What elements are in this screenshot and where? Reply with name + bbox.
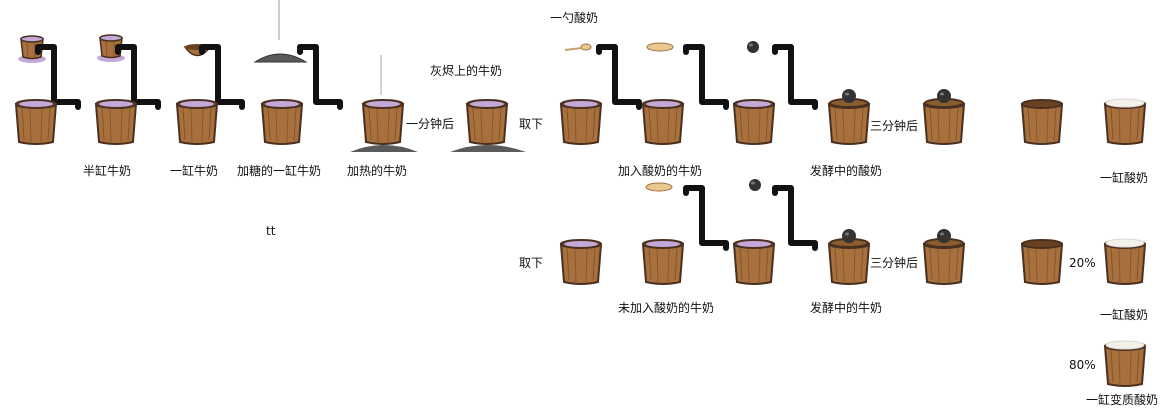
label-tt: tt xyxy=(266,224,276,238)
jar-icon xyxy=(467,100,507,144)
bracket-connector xyxy=(775,188,815,248)
label-three-minutes-later-top: 三分钟后 xyxy=(870,119,919,133)
label-sugared-jar-milk: 加糖的一缸牛奶 xyxy=(237,164,322,178)
label-pct-20: 20% xyxy=(1069,256,1096,270)
jar-icon xyxy=(1105,341,1145,386)
label-three-minutes-later-bottom: 三分钟后 xyxy=(870,256,919,270)
label-jar-milk: 一缸牛奶 xyxy=(170,164,219,178)
lid-icon xyxy=(829,229,869,284)
jar-icon xyxy=(1021,99,1063,145)
jar-icon xyxy=(561,240,601,284)
bracket-connector xyxy=(118,47,158,107)
spoon-icon xyxy=(564,43,592,51)
stone-icon xyxy=(749,179,761,191)
jar-icon xyxy=(262,100,302,144)
label-one-minute-later: 一分钟后 xyxy=(406,117,455,131)
sugar-pile-icon xyxy=(253,53,308,63)
lid-icon xyxy=(829,89,869,144)
label-jar-yogurt-bottom: 一缸酸奶 xyxy=(1100,308,1149,322)
lid-icon xyxy=(924,89,964,144)
bracket-connector xyxy=(775,47,815,107)
bracket-connector xyxy=(202,47,242,107)
stone-icon xyxy=(747,41,759,53)
yogurt-disc-icon xyxy=(646,42,674,52)
bracket-connector xyxy=(686,188,726,248)
jar-icon xyxy=(643,240,683,284)
label-half-jar-milk: 半缸牛奶 xyxy=(83,164,132,178)
label-spoon-yogurt: 一勺酸奶 xyxy=(550,11,599,25)
label-heated-milk: 加热的牛奶 xyxy=(347,164,408,178)
jar-icon xyxy=(1105,99,1145,144)
label-spoiled-yogurt: 一缸变质酸奶 xyxy=(1086,393,1159,407)
jar-icon xyxy=(177,100,217,144)
label-yogurt-added-milk: 加入酸奶的牛奶 xyxy=(618,164,703,178)
yogurt-disc-icon xyxy=(645,182,673,192)
label-milk-on-ash: 灰烬上的牛奶 xyxy=(430,64,503,78)
jar-icon xyxy=(96,100,136,144)
lid-icon xyxy=(924,229,964,284)
label-jar-yogurt-top: 一缸酸奶 xyxy=(1100,171,1149,185)
bracket-connector xyxy=(300,47,340,107)
label-fermenting-yogurt: 发酵中的酸奶 xyxy=(810,164,883,178)
jar-icon xyxy=(643,100,683,144)
bracket-connector xyxy=(599,47,639,107)
jar-icon xyxy=(734,100,774,144)
ash-pile-icon xyxy=(450,145,526,152)
label-no-yogurt-milk: 未加入酸奶的牛奶 xyxy=(618,301,715,315)
ash-pile-icon xyxy=(350,145,418,152)
jar-icon xyxy=(734,240,774,284)
label-take-off-top: 取下 xyxy=(519,117,544,131)
label-take-off-bottom: 取下 xyxy=(519,256,544,270)
jar-icon xyxy=(561,100,601,144)
bracket-connector xyxy=(686,47,726,107)
label-pct-80: 80% xyxy=(1069,358,1096,372)
bracket-connector xyxy=(38,47,78,107)
jar-icon xyxy=(1021,239,1063,285)
jar-icon xyxy=(1105,239,1145,284)
label-fermenting-milk: 发酵中的牛奶 xyxy=(810,301,883,315)
jar-icon xyxy=(16,100,56,144)
jar-icon xyxy=(363,100,403,144)
